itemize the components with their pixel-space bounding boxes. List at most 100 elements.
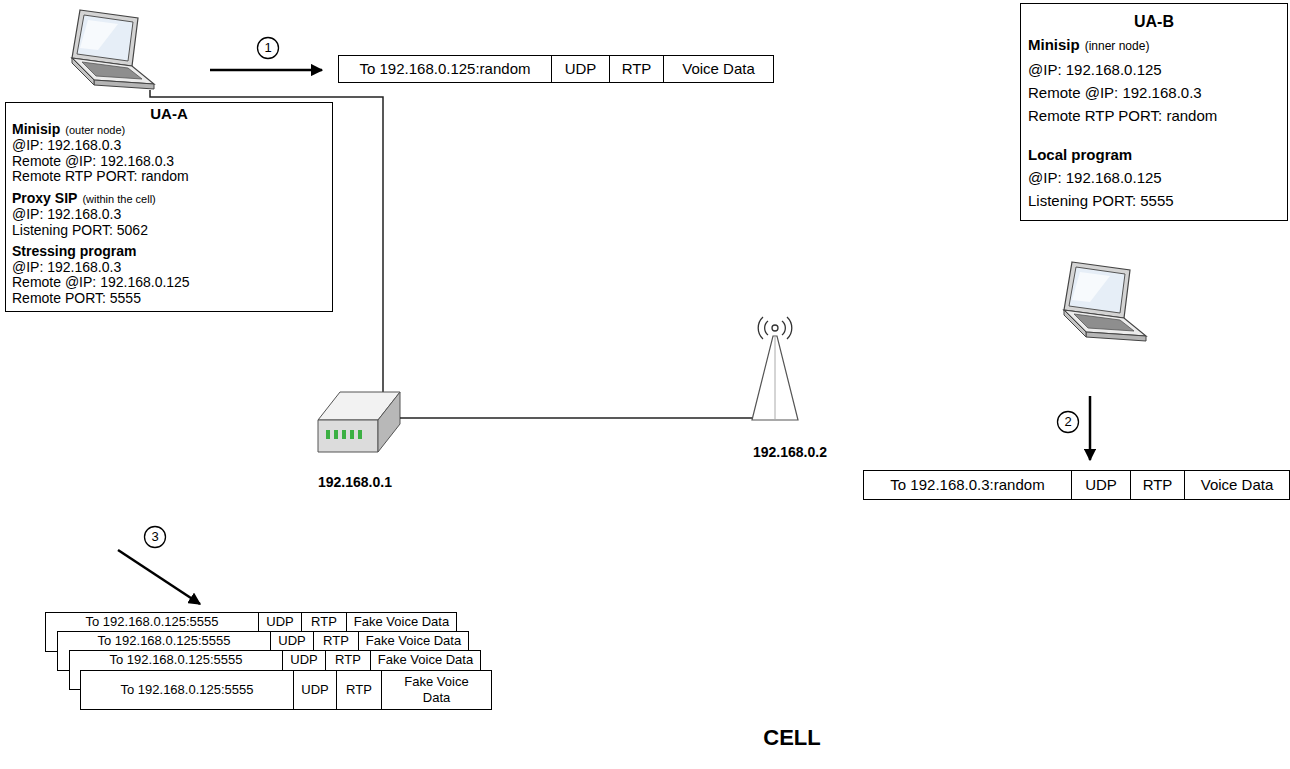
info-text: Remote PORT: 5555 — [12, 291, 141, 307]
packet-field: RTP — [1143, 476, 1173, 494]
packet-field: Fake Voice Data — [397, 674, 477, 706]
callout-number: 3 — [151, 530, 158, 544]
flow-arrow — [118, 550, 200, 604]
text-row: Stressing program — [12, 244, 326, 260]
text-row: Remote @IP: 192.168.0.125 — [12, 275, 326, 291]
network-link — [405, 417, 735, 419]
laptop-ua-b — [1064, 262, 1146, 341]
box-heading: UA-B — [1134, 10, 1174, 33]
packet-cell: Fake Voice Data — [381, 671, 491, 709]
router-side — [378, 392, 400, 452]
info-text: @IP: 192.168.0.3 — [12, 260, 121, 276]
packet-cell: To 192.168.0.125:5555 — [81, 671, 293, 709]
router-front — [318, 420, 378, 452]
callout-circle: 2 — [1056, 410, 1080, 434]
radio-wave — [787, 317, 792, 339]
cell-label: CELL — [763, 725, 820, 751]
laptop-ua-a — [72, 10, 154, 89]
packet-field: Fake Voice Data — [378, 652, 473, 668]
info-text: Remote RTP PORT: random — [1028, 104, 1217, 127]
packet-field: To 192.168.0.125:random — [360, 60, 531, 78]
router-light — [358, 430, 362, 439]
callout-circle — [258, 38, 279, 59]
info-text: Listening PORT: 5555 — [1028, 189, 1174, 212]
packet-field: To 192.168.0.125:5555 — [120, 682, 253, 698]
info-text: Local program — [1028, 143, 1132, 166]
info-text: Listening PORT: 5062 — [12, 223, 148, 239]
packet-field: UDP — [565, 60, 597, 78]
info-text: @IP: 192.168.0.125 — [1028, 166, 1162, 189]
packet-field: UDP — [301, 682, 328, 698]
packet-field: RTP — [622, 60, 652, 78]
device-node: 192.168.0.2 — [735, 312, 845, 464]
packet-field: RTP — [335, 652, 361, 668]
packet-field: UDP — [278, 633, 305, 649]
packet-field: RTP — [311, 614, 337, 630]
radio-wave — [782, 321, 785, 335]
antenna-mast — [752, 336, 798, 420]
packet-cell: To 192.168.0.3:random — [864, 471, 1071, 499]
text-row: @IP: 192.168.0.125 — [1028, 166, 1280, 189]
packet-cell: To 192.168.0.125:random — [339, 56, 551, 82]
packet-field: To 192.168.0.125:5555 — [97, 633, 230, 649]
text-row: Local program — [1028, 143, 1280, 166]
info-text: @IP: 192.168.0.125 — [1028, 58, 1162, 81]
radio-wave — [765, 321, 768, 335]
router-light — [350, 430, 354, 439]
packet-cell: Voice Data — [1184, 471, 1289, 499]
router-light — [326, 430, 330, 439]
info-text: Remote @IP: 192.168.0.3 — [12, 154, 174, 170]
packet-field: To 192.168.0.125:5555 — [109, 652, 242, 668]
info-text: Remote @IP: 192.168.0.3 — [1028, 81, 1202, 104]
packet-field: Fake Voice Data — [366, 633, 461, 649]
packet-cell: RTP — [336, 671, 381, 709]
router-light — [342, 430, 346, 439]
ip-label: 192.168.0.2 — [753, 444, 827, 461]
text-row: @IP: 192.168.0.3 — [12, 207, 326, 223]
packet-cell: UDP — [293, 671, 336, 709]
packet-box: To 192.168.0.125:random UDP RTP Voice Data — [338, 55, 774, 83]
text-row: Remote @IP: 192.168.0.3 — [12, 154, 326, 170]
text-row: UA-B — [1028, 10, 1280, 33]
callout-number: 1 — [264, 41, 271, 55]
callout-number: 2 — [1064, 415, 1071, 429]
packet-box: To 192.168.0.3:randomUDPRTPVoice Data — [863, 470, 1290, 500]
text-row: @IP: 192.168.0.3 — [12, 138, 326, 154]
packet-field: UDP — [290, 652, 317, 668]
antenna-emitter — [772, 325, 778, 331]
antenna-mast-line — [775, 336, 776, 420]
text-row: UA-A — [12, 106, 326, 122]
router-light — [334, 430, 338, 439]
packet-cell: RTP — [609, 56, 663, 82]
router-port — [400, 417, 405, 419]
info-box: UA-BMinisip(inner node)@IP: 192.168.0.12… — [1020, 3, 1288, 221]
info-text: Minisip — [1028, 33, 1080, 56]
packet-field: To 192.168.0.3:random — [890, 476, 1044, 494]
info-text: @IP: 192.168.0.3 — [12, 207, 121, 223]
packet-field: RTP — [323, 633, 349, 649]
info-text: Proxy SIP — [12, 191, 77, 207]
flow-arrow — [1089, 396, 1092, 460]
text-row: Remote PORT: 5555 — [12, 291, 326, 307]
packet-field: Voice Data — [1201, 476, 1274, 494]
text-row: Listening PORT: 5062 — [12, 223, 326, 239]
info-text: Remote @IP: 192.168.0.125 — [12, 275, 190, 291]
packet-field: To 192.168.0.125:5555 — [85, 614, 218, 630]
text-row: @IP: 192.168.0.3 — [12, 260, 326, 276]
box-heading: UA-A — [150, 106, 188, 122]
flow-arrow — [210, 69, 322, 72]
packet-field: UDP — [266, 614, 293, 630]
packet-cell: UDP — [551, 56, 609, 82]
packet-cell: Voice Data — [663, 56, 773, 82]
text-row: Remote RTP PORT: random — [1028, 104, 1280, 127]
text-row: Remote @IP: 192.168.0.3 — [1028, 81, 1280, 104]
info-box: UA-AMinisip(outer node)@IP: 192.168.0.3R… — [5, 102, 333, 312]
callout-circle: 1 — [256, 36, 280, 60]
info-text: @IP: 192.168.0.3 — [12, 138, 121, 154]
text-row: Minisip(inner node) — [1028, 33, 1280, 58]
text-row: @IP: 192.168.0.125 — [1028, 58, 1280, 81]
packet-box: To 192.168.0.125:5555 UDP RTP Fake Voice Da… — [80, 670, 492, 710]
packet-field: RTP — [346, 682, 372, 698]
info-text: Minisip — [12, 122, 60, 138]
